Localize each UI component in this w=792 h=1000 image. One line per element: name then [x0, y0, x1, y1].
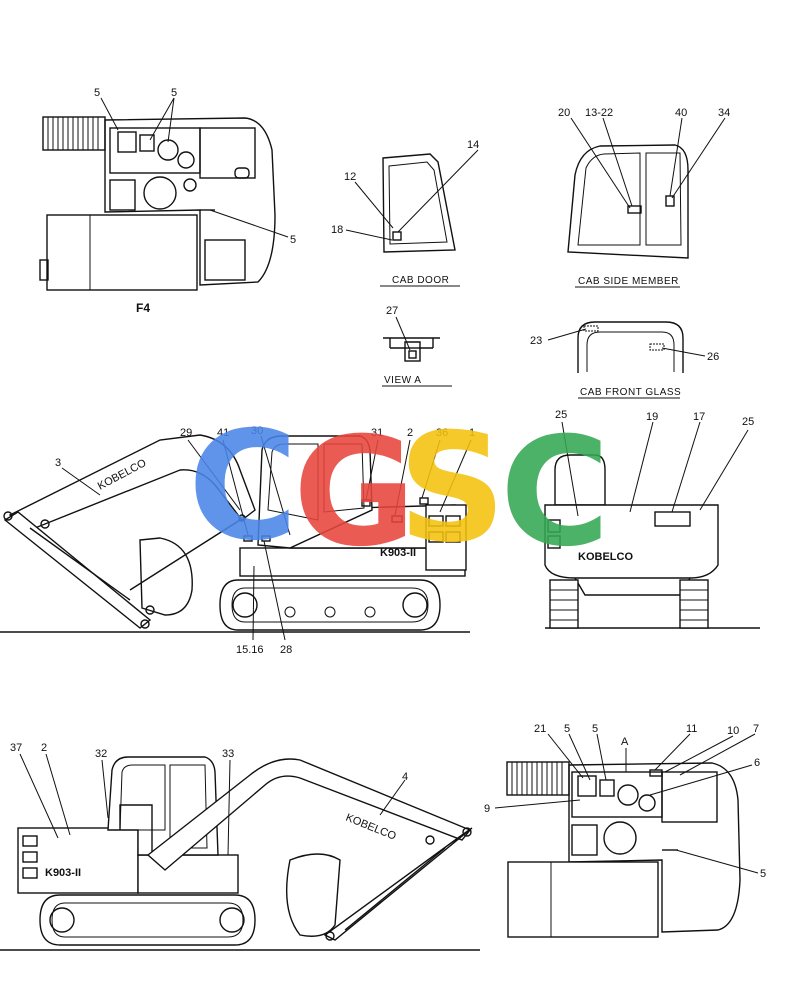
top-view-upper-structure: 5 5 5 F4	[39, 87, 296, 315]
callout-32: 32	[95, 748, 107, 760]
model-decal-right: K903-II	[45, 867, 81, 879]
boom-decal-right: KOBELCO	[344, 812, 398, 843]
callout-41: 41	[217, 427, 229, 439]
callout-37: 37	[10, 742, 22, 754]
callout-5-f: 5	[760, 868, 766, 880]
callout-31: 31	[371, 427, 383, 439]
cab-side-member-detail: 20 13-22 40 34 CAB SIDE MEMBER	[558, 107, 730, 288]
excavator-side-view: K903-II KOBELCO 3 29 41 30 31	[0, 425, 475, 656]
watermark-letter-g: G	[293, 406, 416, 580]
callout-36: 36	[436, 427, 448, 439]
callout-7: 7	[753, 723, 759, 735]
callout-34: 34	[718, 107, 730, 119]
callout-19: 19	[646, 411, 658, 423]
callout-5-b: 5	[171, 87, 177, 99]
model-decal-side: K903-II	[380, 547, 416, 559]
callout-6: 6	[754, 757, 760, 769]
callout-26: 26	[707, 351, 719, 363]
caption-cab-door: CAB DOOR	[392, 275, 449, 286]
callout-14: 14	[467, 139, 479, 151]
callout-4: 4	[402, 771, 408, 783]
callout-12: 12	[344, 171, 356, 183]
caption-view-a: VIEW A	[384, 375, 421, 386]
callout-5-d: 5	[564, 723, 570, 735]
callout-5-a: 5	[94, 87, 100, 99]
caption-cab-front-glass: CAB FRONT GLASS	[580, 387, 681, 398]
watermark-letter-c1: C	[188, 400, 298, 574]
excavator-rear-view: KOBELCO 25 19 17 25	[544, 409, 760, 629]
callout-25-a: 25	[555, 409, 567, 421]
figure-label: F4	[136, 301, 150, 315]
callout-27: 27	[386, 305, 398, 317]
top-view-upper-structure-2: 21 5 5 A 11 10 7 6 9 5	[484, 723, 766, 938]
callout-5-c: 5	[290, 234, 296, 246]
callout-29: 29	[180, 427, 192, 439]
callout-33: 33	[222, 748, 234, 760]
excavator-right-side-view: K903-II KOBELCO 37 2 32 33 4	[0, 742, 480, 951]
view-a-detail: 27 VIEW A	[382, 305, 452, 387]
watermark: C G S C	[188, 400, 610, 580]
watermark-letter-c2: C	[500, 406, 610, 580]
callout-11: 11	[686, 723, 697, 735]
callout-28: 28	[280, 644, 292, 656]
callout-3: 3	[55, 457, 61, 469]
callout-40: 40	[675, 107, 687, 119]
callout-15-16: 15.16	[236, 644, 264, 656]
callout-13-22: 13-22	[585, 107, 613, 119]
callout-30: 30	[251, 425, 263, 437]
callout-2-side: 2	[407, 427, 413, 439]
cab-door-detail: 14 12 18 CAB DOOR	[331, 139, 479, 287]
callout-A: A	[621, 736, 629, 748]
callout-10: 10	[727, 725, 739, 737]
callout-18: 18	[331, 224, 343, 236]
watermark-letter-s: S	[398, 402, 506, 576]
callout-21: 21	[534, 723, 546, 735]
callout-17: 17	[693, 411, 705, 423]
callout-23: 23	[530, 335, 542, 347]
callout-1: 1	[469, 427, 475, 439]
caption-cab-side-member: CAB SIDE MEMBER	[578, 276, 679, 287]
callout-5-e: 5	[592, 723, 598, 735]
callout-9: 9	[484, 803, 490, 815]
callout-20: 20	[558, 107, 570, 119]
callout-25-b: 25	[742, 416, 754, 428]
callout-2-bottom: 2	[41, 742, 47, 754]
brand-decal-rear: KOBELCO	[578, 551, 633, 563]
cab-front-glass-detail: 23 26 CAB FRONT GLASS	[530, 321, 719, 399]
